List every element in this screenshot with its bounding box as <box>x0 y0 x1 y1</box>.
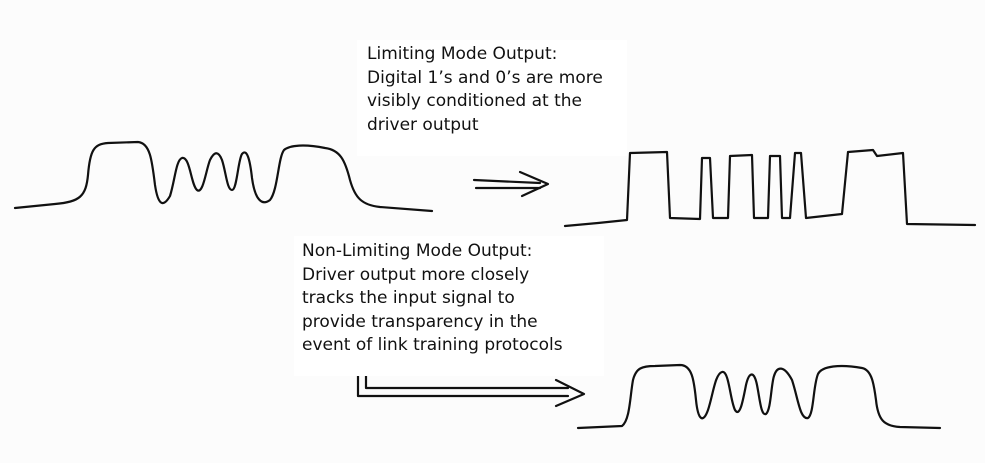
non-limiting-output-waveform <box>576 363 942 430</box>
limiting-arrow <box>472 170 550 198</box>
limiting-output-waveform <box>563 148 977 228</box>
limiting-mode-line-3: driver output <box>367 114 479 135</box>
non-limiting-mode-line-4: event of link training protocols <box>302 335 563 355</box>
non-limiting-mode-line-1: Driver output more closely <box>302 264 530 285</box>
non-limiting-mode-caption: Non-Limiting Mode Output: Driver output … <box>294 236 604 376</box>
limiting-mode-line-1: Digital 1’s and 0’s are more <box>367 67 603 88</box>
non-limiting-mode-title: Non-Limiting Mode Output: <box>302 241 533 261</box>
non-limiting-mode-line-3: provide transparency in the <box>302 311 538 332</box>
input-signal-waveform <box>13 140 434 213</box>
non-limiting-mode-line-2: tracks the input signal to <box>302 288 515 308</box>
limiting-mode-line-2: visibly conditioned at the <box>367 91 582 111</box>
limiting-mode-caption: Limiting Mode Output: Digital 1’s and 0’… <box>357 40 627 156</box>
limiting-mode-title: Limiting Mode Output: <box>367 44 558 64</box>
non-limiting-arrow <box>356 370 586 408</box>
